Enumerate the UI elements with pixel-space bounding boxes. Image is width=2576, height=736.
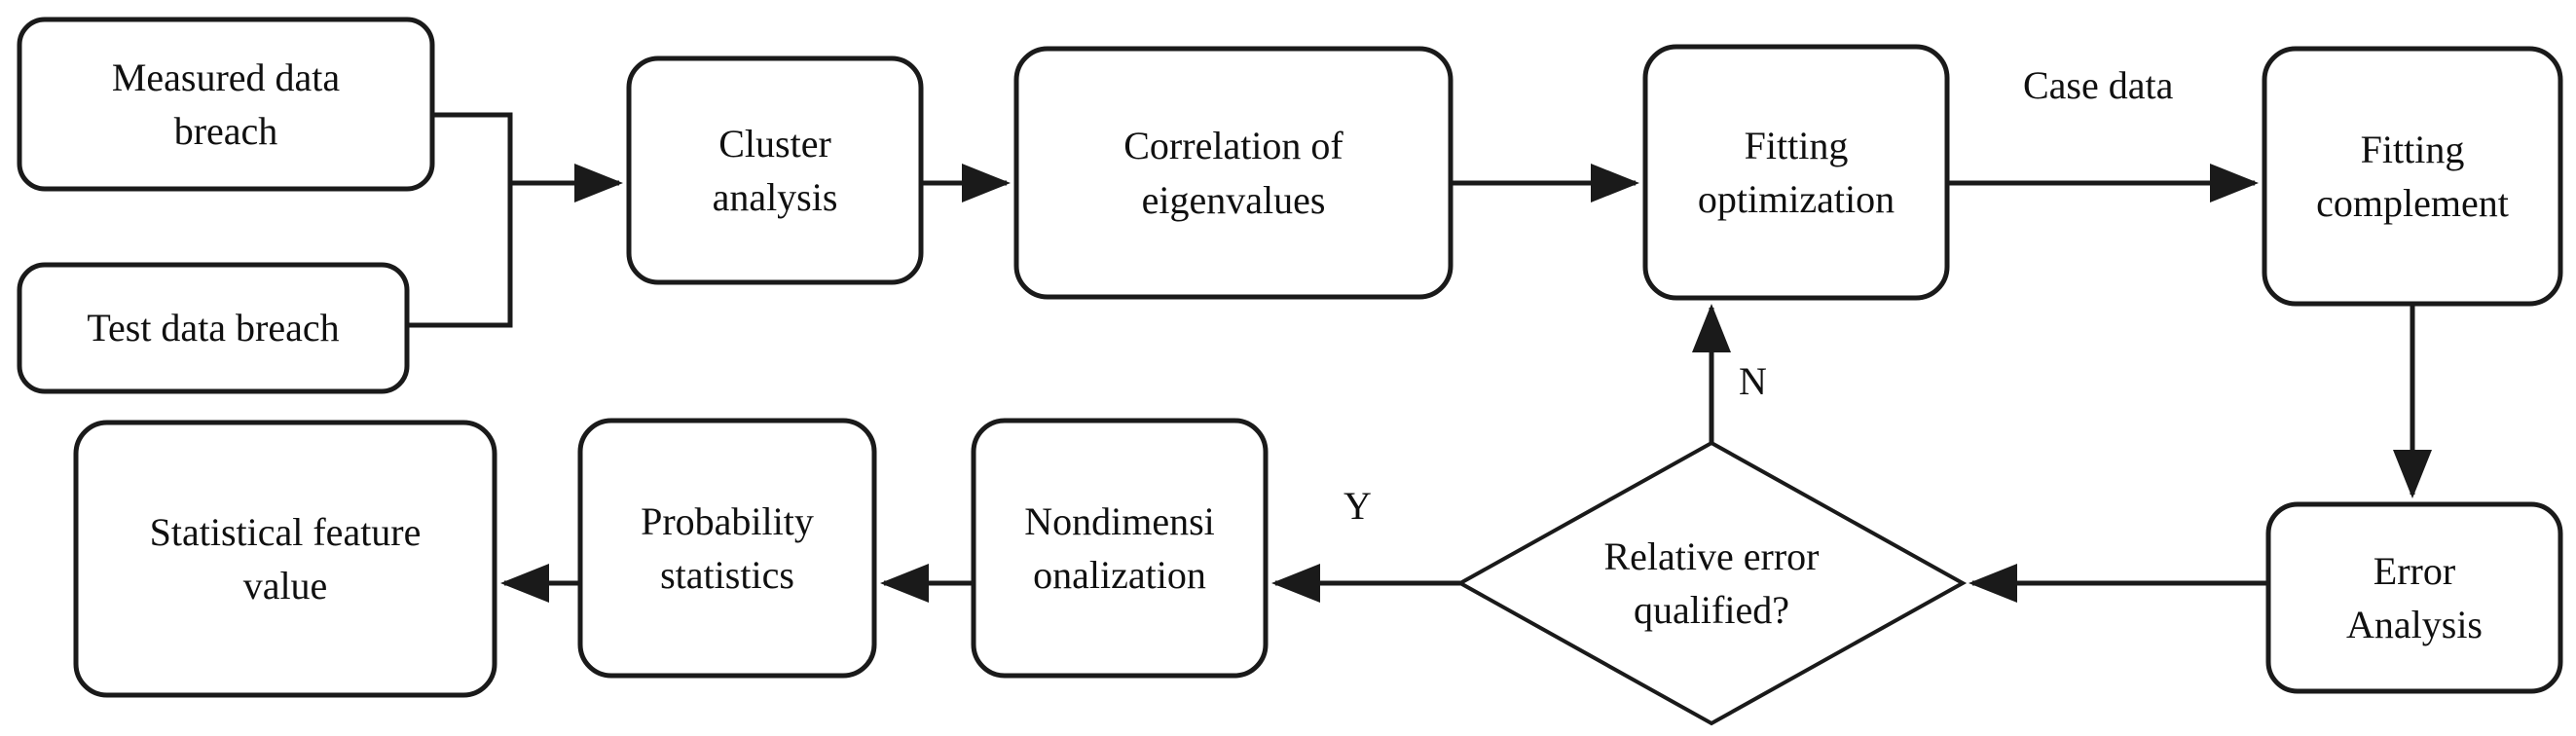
edge-test-to-junction [407,183,513,328]
node-error-analysis[interactable] [2265,501,2563,694]
node-fitting-complement[interactable] [2262,46,2563,307]
node-fitting-optimization[interactable] [1642,44,1950,301]
edge-label-branch-no: N [1739,359,1767,403]
node-measured-data-breach[interactable] [17,17,435,192]
node-nondimensionalization[interactable] [971,418,1269,679]
node-statistical-feature-value[interactable] [73,420,497,698]
node-probability-statistics[interactable] [577,418,877,679]
node-relative-error-qualified[interactable] [1455,440,1968,726]
edge-label-case-data: Case data [2023,63,2174,107]
node-cluster-analysis[interactable] [626,55,924,285]
edge-measured-to-junction [432,112,513,183]
node-test-data-breach[interactable] [17,262,410,394]
edge-label-branch-yes: Y [1343,484,1372,528]
node-correlation-of-eigenvalues[interactable] [1013,46,1454,300]
